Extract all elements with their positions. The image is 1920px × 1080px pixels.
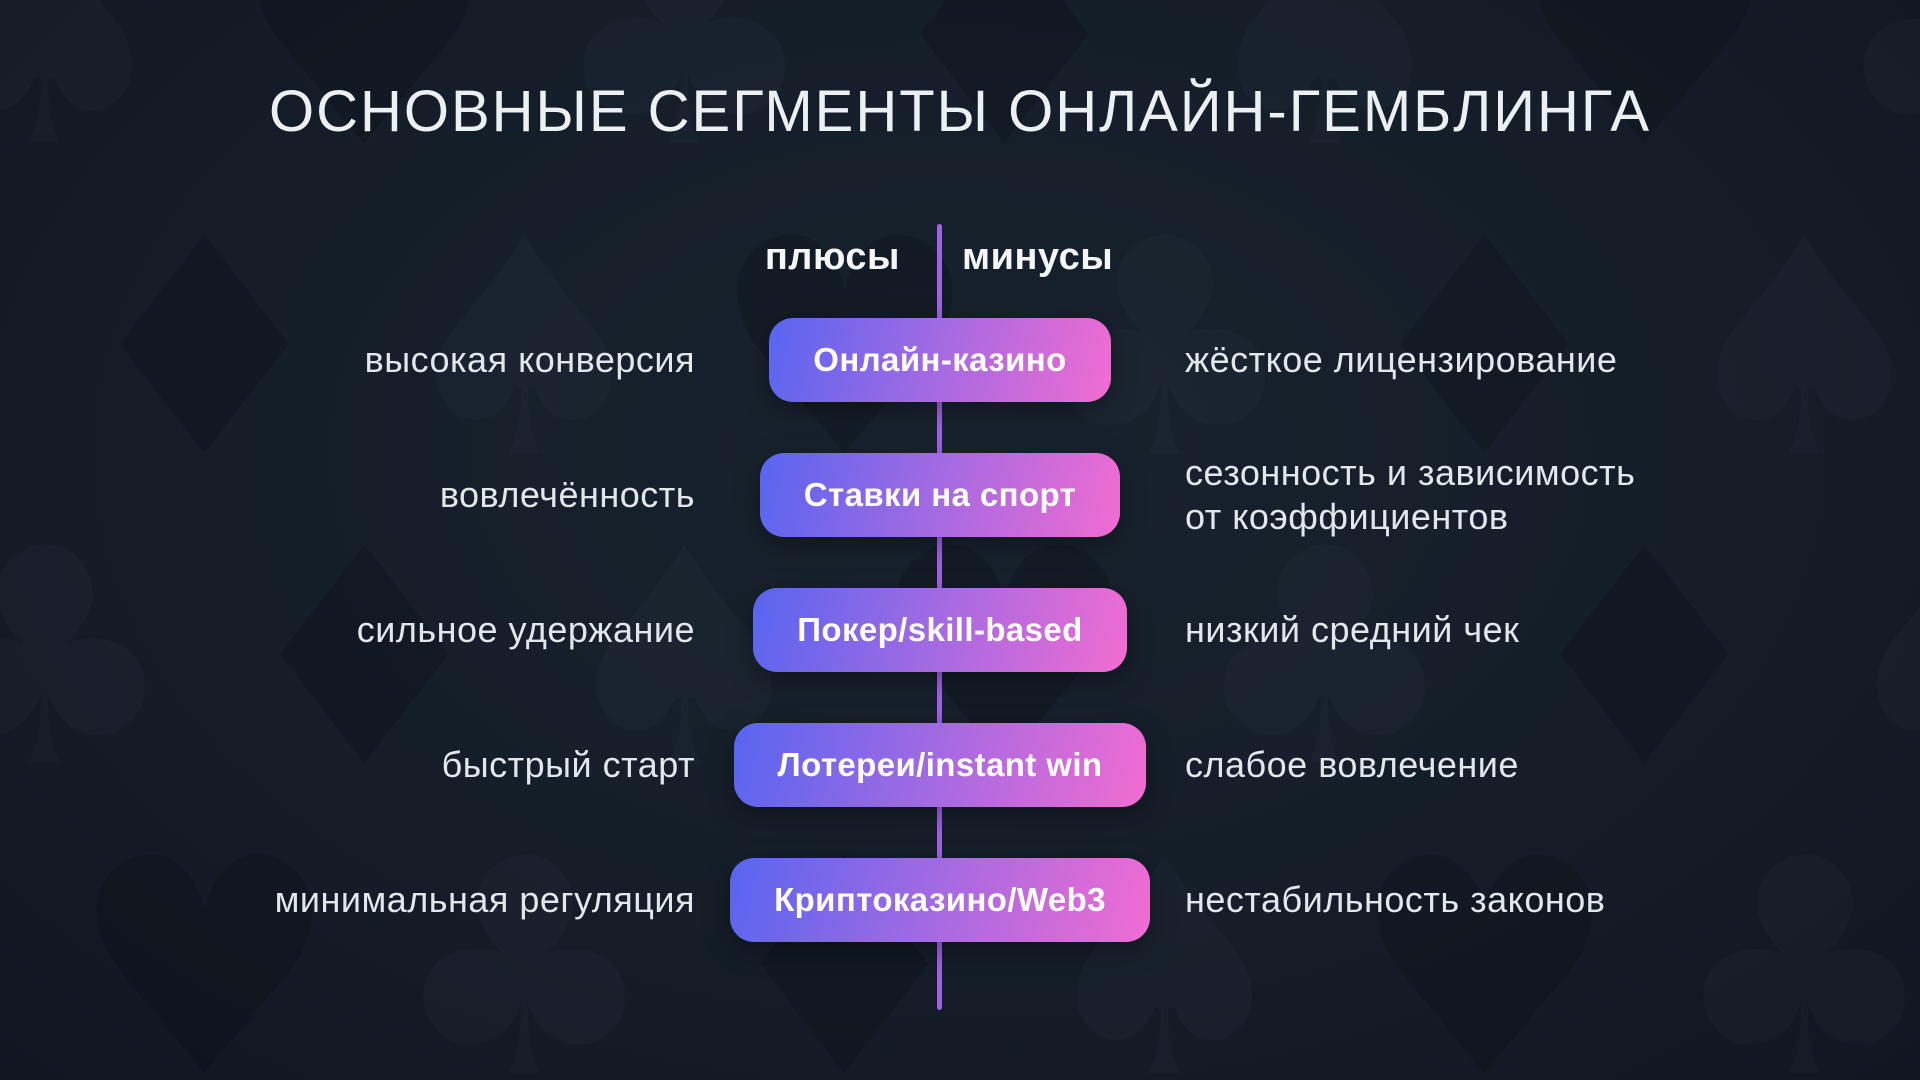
heart-icon: ♥ <box>1350 795 1619 1080</box>
pros-column-header: плюсы <box>764 236 900 278</box>
diamond-icon: ♦ <box>1350 175 1619 524</box>
segment-con-cell: низкий средний чек <box>1185 562 1920 697</box>
segment-pro-cell: высокая конверсия <box>0 292 695 427</box>
segment-pill-cell: Криптоказино/Web3 <box>695 832 1185 967</box>
diamond-icon: ♦ <box>230 485 499 834</box>
segment-pro-cell: минимальная регуляция <box>0 832 695 967</box>
segment-pro-label: высокая конверсия <box>364 338 695 380</box>
segment-con-cell: жёсткое лицензирование <box>1185 292 1920 427</box>
segment-pill-label: Покер/skill-based <box>797 610 1083 648</box>
segment-pro-label: вовлечённость <box>439 473 695 515</box>
heart-icon: ♥ <box>1510 0 1779 214</box>
diamond-icon: ♦ <box>870 0 1139 214</box>
segment-pill-label: Криптоказино/Web3 <box>774 880 1106 918</box>
diamond-icon: ♦ <box>70 175 339 524</box>
segment-pro-cell: сильное удержание <box>0 562 695 697</box>
segment-con-cell: нестабильность законов <box>1185 832 1920 967</box>
segment-pro-label: сильное удержание <box>356 608 695 650</box>
segment-pro-cell: быстрый старт <box>0 697 695 832</box>
segment-pill-cell: Лотереи/instant win <box>695 697 1185 832</box>
segment-pro-label: быстрый старт <box>441 743 695 785</box>
heart-icon: ♥ <box>70 795 339 1080</box>
segment-pill-cell: Ставки на спорт <box>695 427 1185 562</box>
segment-pro-label: минимальная регуляция <box>274 878 695 920</box>
segment-con-label: нестабильность законов <box>1185 878 1606 920</box>
diamond-icon: ♦ <box>1510 485 1779 834</box>
segment-pill-label: Ставки на спорт <box>803 475 1077 513</box>
segment-con-label: сезонность и зависимость от коэффициенто… <box>1185 451 1636 537</box>
segment-pill-cell: Покер/skill-based <box>695 562 1185 697</box>
segment-pill: Покер/skill-based <box>753 587 1127 672</box>
segment-con-label: низкий средний чек <box>1185 608 1520 650</box>
segment-pro-cell: вовлечённость <box>0 427 695 562</box>
segment-pill: Криптоказино/Web3 <box>730 857 1150 942</box>
segment-con-label: жёсткое лицензирование <box>1185 338 1618 380</box>
segment-pill-label: Онлайн-казино <box>813 340 1067 378</box>
segment-pill-cell: Онлайн-казино <box>695 292 1185 427</box>
segments-list: высокая конверсия Онлайн-казино жёсткое … <box>0 292 1920 967</box>
segment-con-cell: сезонность и зависимость от коэффициенто… <box>1185 427 1920 562</box>
segment-pill: Онлайн-казино <box>769 317 1111 402</box>
heart-icon: ♥ <box>230 0 499 214</box>
segment-pill: Ставки на спорт <box>759 452 1121 537</box>
segment-pill: Лотереи/instant win <box>733 722 1147 807</box>
segment-pill-label: Лотереи/instant win <box>777 745 1103 783</box>
cons-column-header: минусы <box>962 236 1114 278</box>
page-title: ОСНОВНЫЕ СЕГМЕНТЫ ОНЛАЙН-ГЕМБЛИНГА <box>268 79 1652 144</box>
segment-con-cell: слабое вовлечение <box>1185 697 1920 832</box>
segment-con-label: слабое вовлечение <box>1185 743 1519 785</box>
